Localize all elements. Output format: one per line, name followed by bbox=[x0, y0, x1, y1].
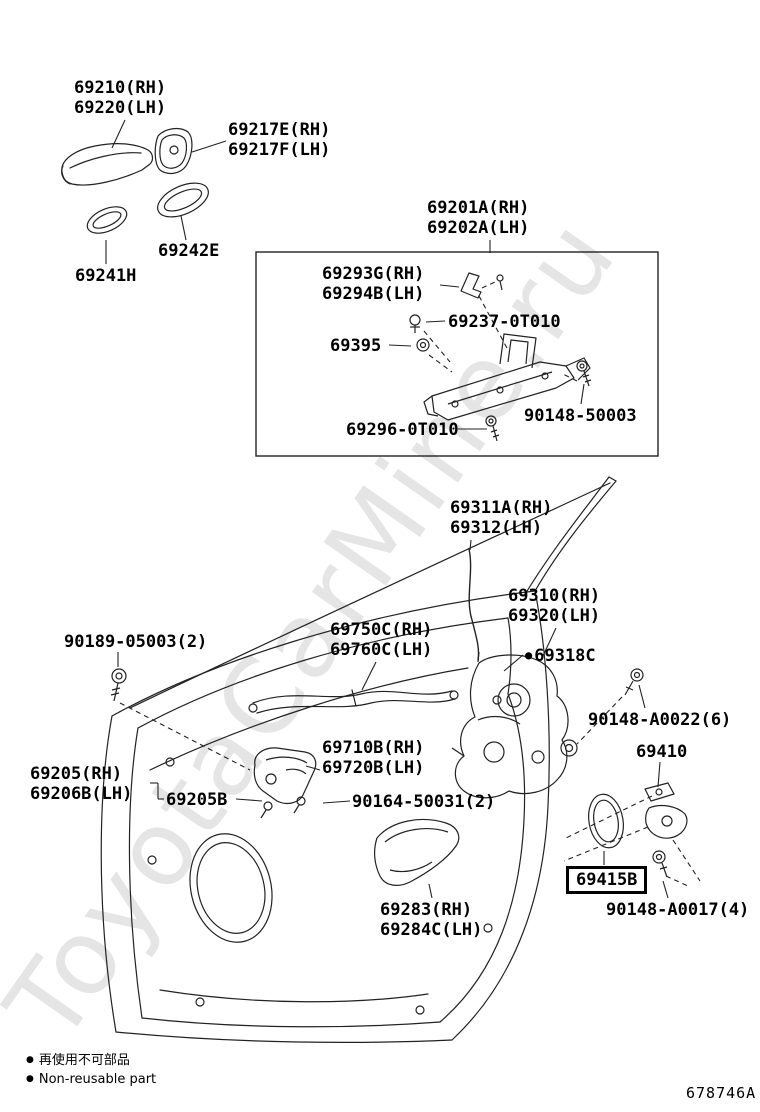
cable-69750-drawing bbox=[248, 689, 459, 714]
non-reusable-bullet-icon: ● bbox=[26, 1074, 34, 1084]
outer-handle-drawing bbox=[61, 143, 154, 186]
part-number: 69760C(LH) bbox=[330, 640, 433, 660]
part-label-69205-69206b[interactable]: 69205(RH) 69206B(LH) bbox=[30, 764, 132, 804]
screw-69296-drawing bbox=[485, 415, 500, 442]
gasket-69241h-drawing bbox=[86, 206, 128, 234]
part-number: 69720B(LH) bbox=[322, 758, 425, 778]
part-label-69410[interactable]: 69410 bbox=[636, 742, 688, 762]
bolt-90148-a0022-drawing bbox=[624, 668, 644, 696]
part-label-90189-05003[interactable]: 90189-05003(2) bbox=[64, 632, 208, 652]
part-label-69283-69284c[interactable]: 69283(RH) 69284C(LH) bbox=[380, 900, 482, 940]
part-number: 69310(RH) bbox=[508, 586, 601, 606]
legend-text-jp: 再使用不可部品 bbox=[38, 1053, 130, 1068]
inside-handle-drawing bbox=[253, 747, 317, 805]
legend: ● 再使用不可部品 ● Non-reusable part bbox=[26, 1051, 156, 1089]
part-number: 69710B(RH) bbox=[322, 738, 425, 758]
part-label-69296-0t010[interactable]: 69296-0T010 bbox=[346, 420, 459, 440]
part-label-69395[interactable]: 69395 bbox=[330, 336, 382, 356]
door-check-69410-drawing bbox=[644, 782, 688, 839]
grommet-drawing bbox=[560, 739, 578, 757]
part-number: 69293G(RH) bbox=[322, 264, 425, 284]
lock-rod-69311-drawing bbox=[468, 548, 480, 661]
handle-cover-drawing bbox=[154, 127, 193, 175]
lock-assembly-drawing bbox=[451, 651, 569, 799]
part-number: 69320(LH) bbox=[508, 606, 601, 626]
non-reusable-bullet-icon: ● bbox=[26, 1055, 34, 1065]
legend-row-en: ● Non-reusable part bbox=[26, 1070, 156, 1089]
bolts-90164-drawing bbox=[260, 796, 306, 819]
part-label-69750c-69760c[interactable]: 69750C(RH) 69760C(LH) bbox=[330, 620, 432, 660]
part-label-69318c[interactable]: ●69318C bbox=[525, 645, 596, 666]
part-label-90148-50003[interactable]: 90148-50003 bbox=[524, 406, 637, 426]
part-number: 69206B(LH) bbox=[30, 784, 133, 804]
bracket-69293-drawing bbox=[460, 272, 504, 299]
part-number: 69220(LH) bbox=[74, 98, 167, 118]
part-label-69311a-69312[interactable]: 69311A(RH) 69312(LH) bbox=[450, 498, 552, 538]
screw-90189-drawing bbox=[110, 668, 127, 702]
part-label-69242e[interactable]: 69242E bbox=[158, 241, 220, 261]
drawing-number: 678746A bbox=[686, 1084, 757, 1102]
legend-row-jp: ● 再使用不可部品 bbox=[26, 1051, 156, 1070]
plate-69415b-drawing bbox=[588, 793, 624, 849]
screw-90148-50003-drawing bbox=[576, 360, 592, 387]
part-label-69201a-69202a[interactable]: 69201A(RH) 69202A(LH) bbox=[427, 198, 529, 238]
part-number: 69201A(RH) bbox=[427, 198, 530, 218]
part-label-69217e-69217f[interactable]: 69217E(RH) 69217F(LH) bbox=[228, 120, 330, 160]
assembly-dashed-lines bbox=[119, 280, 701, 887]
part-label-69237-0t010[interactable]: 69237-0T010 bbox=[448, 312, 561, 332]
part-number: 69217E(RH) bbox=[228, 120, 331, 140]
part-number: 69294B(LH) bbox=[322, 284, 425, 304]
part-label-69293g-69294b[interactable]: 69293G(RH) 69294B(LH) bbox=[322, 264, 424, 304]
part-number: 69217F(LH) bbox=[228, 140, 331, 160]
clip-69237-drawing bbox=[409, 314, 421, 333]
part-number: 69210(RH) bbox=[74, 78, 167, 98]
part-number: 69311A(RH) bbox=[450, 498, 553, 518]
bolt-90148-a0017-drawing bbox=[652, 850, 668, 878]
part-number: 69205(RH) bbox=[30, 764, 123, 784]
part-number: 69283(RH) bbox=[380, 900, 473, 920]
leader-lines bbox=[105, 119, 669, 899]
part-label-69710b-69720b[interactable]: 69710B(RH) 69720B(LH) bbox=[322, 738, 424, 778]
part-number: 69312(LH) bbox=[450, 518, 543, 538]
part-number: 69318C bbox=[534, 646, 596, 666]
part-label-69415b-highlighted[interactable]: 69415B bbox=[566, 866, 648, 894]
part-number: 69750C(RH) bbox=[330, 620, 433, 640]
grommet-69395-drawing bbox=[416, 338, 430, 352]
part-label-69310-69320[interactable]: 69310(RH) 69320(LH) bbox=[508, 586, 600, 626]
trim-69283-drawing bbox=[374, 818, 460, 886]
subassembly-box bbox=[255, 251, 659, 457]
non-reusable-bullet-icon: ● bbox=[525, 648, 533, 662]
part-number: 69284C(LH) bbox=[380, 920, 483, 940]
frame-assembly-drawing bbox=[423, 333, 591, 421]
part-label-69205b[interactable]: 69205B bbox=[166, 790, 228, 810]
part-label-90148-a0017[interactable]: 90148-A0017(4) bbox=[606, 900, 750, 920]
part-number: 69202A(LH) bbox=[427, 218, 530, 238]
part-label-69241h[interactable]: 69241H bbox=[75, 266, 137, 286]
speaker-hole bbox=[189, 833, 273, 943]
part-label-90148-a0022[interactable]: 90148-A0022(6) bbox=[588, 710, 732, 730]
part-label-90164-50031[interactable]: 90164-50031(2) bbox=[352, 792, 496, 812]
gasket-69242e-drawing bbox=[157, 182, 209, 218]
legend-text-en: Non-reusable part bbox=[38, 1072, 157, 1087]
part-label-69210-69220[interactable]: 69210(RH) 69220(LH) bbox=[74, 78, 166, 118]
